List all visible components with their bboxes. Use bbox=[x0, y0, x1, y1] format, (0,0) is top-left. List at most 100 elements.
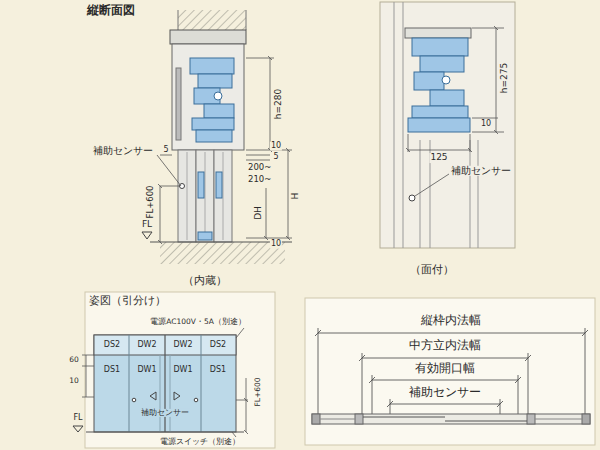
width-dimensions bbox=[315, 328, 588, 414]
frame-lines bbox=[470, 140, 471, 248]
header-housing bbox=[190, 58, 234, 74]
dimension-lines bbox=[494, 26, 498, 30]
header-profile bbox=[430, 90, 464, 106]
plan-strip bbox=[363, 417, 445, 418]
door-elevation bbox=[194, 398, 198, 402]
dimension-lines bbox=[264, 236, 268, 240]
ceiling-slab bbox=[170, 10, 246, 44]
dimension-lines bbox=[472, 28, 504, 29]
dimension-lines bbox=[468, 148, 472, 152]
header-housing bbox=[172, 44, 244, 150]
frame-lines bbox=[478, 140, 479, 248]
width-dimensions bbox=[362, 358, 528, 359]
dimension-lines bbox=[496, 28, 497, 132]
header-profile bbox=[405, 28, 471, 38]
header-housing bbox=[192, 118, 234, 130]
view-caption: （内蔵） bbox=[182, 275, 228, 287]
width-dimensions bbox=[500, 399, 501, 414]
plan-strip bbox=[312, 414, 320, 424]
width-dimensions bbox=[387, 401, 393, 407]
plan-strip bbox=[535, 419, 582, 420]
header-profile bbox=[412, 38, 468, 56]
dimension-lines bbox=[415, 174, 449, 196]
door-elevation bbox=[86, 335, 244, 432]
frame-lines bbox=[403, 2, 404, 248]
width-dimensions bbox=[372, 380, 518, 381]
dimension-lines bbox=[160, 155, 172, 156]
door-leaves bbox=[223, 152, 224, 240]
door-elevation bbox=[129, 335, 130, 432]
floor-level-mark bbox=[73, 426, 83, 432]
section-title: 姿図（引分け） bbox=[88, 295, 167, 307]
panel-background bbox=[380, 2, 515, 248]
header-housing bbox=[204, 104, 234, 118]
door-leaves bbox=[216, 172, 222, 198]
leader-lines bbox=[82, 355, 94, 356]
header-housing bbox=[214, 92, 222, 100]
dimension-text: h=275 bbox=[500, 62, 510, 94]
dimension-text: H bbox=[291, 192, 301, 201]
panel-code: DW2 bbox=[172, 341, 193, 350]
dimension-lines bbox=[286, 236, 290, 240]
panel-code: DS2 bbox=[209, 341, 227, 350]
dimension-lines bbox=[158, 184, 162, 188]
section-title: 縦断面図 bbox=[86, 4, 136, 17]
door-elevation bbox=[201, 335, 202, 432]
dimension-lines bbox=[157, 155, 181, 186]
power-note: 電源スイッチ（別途） bbox=[159, 438, 241, 446]
panel-code: DS2 bbox=[103, 341, 121, 350]
floor-level-text: FL bbox=[141, 220, 153, 230]
door-elevation bbox=[150, 392, 156, 400]
dimension-lines bbox=[246, 160, 270, 161]
door-elevation bbox=[94, 335, 236, 432]
dimension-lines bbox=[268, 56, 272, 60]
floor-level-mark bbox=[142, 232, 152, 239]
plan-strip bbox=[355, 414, 363, 424]
door-leaves bbox=[178, 150, 196, 242]
dimension-text: 10 bbox=[68, 377, 80, 385]
dimension-text: 200~ bbox=[247, 163, 272, 172]
frame-lines bbox=[394, 2, 395, 248]
width-dimensions bbox=[390, 399, 391, 414]
dimension-text: 210~ bbox=[247, 175, 272, 184]
ceiling-slab bbox=[246, 10, 247, 30]
power-note: 電源AC100V・5A（別途） bbox=[149, 318, 247, 326]
leader-lines bbox=[244, 398, 248, 402]
dimension-lines bbox=[160, 186, 180, 187]
frame-lines bbox=[394, 2, 478, 248]
panel-code: DS1 bbox=[209, 366, 227, 375]
sensor-label: 補助センサー bbox=[92, 146, 154, 156]
width-dimensions bbox=[585, 328, 586, 414]
floor-level-mark bbox=[142, 232, 152, 239]
door-leaves bbox=[196, 150, 214, 242]
leader-lines bbox=[82, 328, 248, 437]
leader-lines bbox=[244, 430, 248, 434]
floor-level-text: FL bbox=[72, 414, 83, 423]
dimension-lines bbox=[246, 155, 270, 156]
dimension-lines bbox=[246, 238, 292, 239]
panel-code: DW2 bbox=[136, 341, 157, 350]
header-profile bbox=[420, 56, 464, 72]
leader-lines bbox=[232, 432, 236, 437]
plan-strip bbox=[320, 419, 355, 420]
dimension-text: 5 bbox=[272, 153, 279, 162]
leader-lines bbox=[236, 328, 244, 338]
width-label: 縦枠内法幅 bbox=[420, 314, 482, 327]
door-leaves bbox=[180, 184, 185, 189]
plan-strip bbox=[445, 421, 527, 422]
width-dimensions bbox=[318, 328, 319, 414]
width-dimensions bbox=[497, 401, 503, 407]
panel-background bbox=[85, 292, 275, 448]
header-housing bbox=[176, 68, 181, 140]
width-dimensions bbox=[359, 355, 365, 361]
panel-code: DS1 bbox=[103, 366, 121, 375]
dimension-lines bbox=[472, 118, 498, 119]
dimension-lines bbox=[158, 240, 162, 244]
dimension-text: FL+600 bbox=[146, 185, 155, 220]
door-leaves bbox=[198, 232, 212, 240]
door-elevation bbox=[86, 431, 244, 432]
door-elevation bbox=[174, 392, 180, 400]
